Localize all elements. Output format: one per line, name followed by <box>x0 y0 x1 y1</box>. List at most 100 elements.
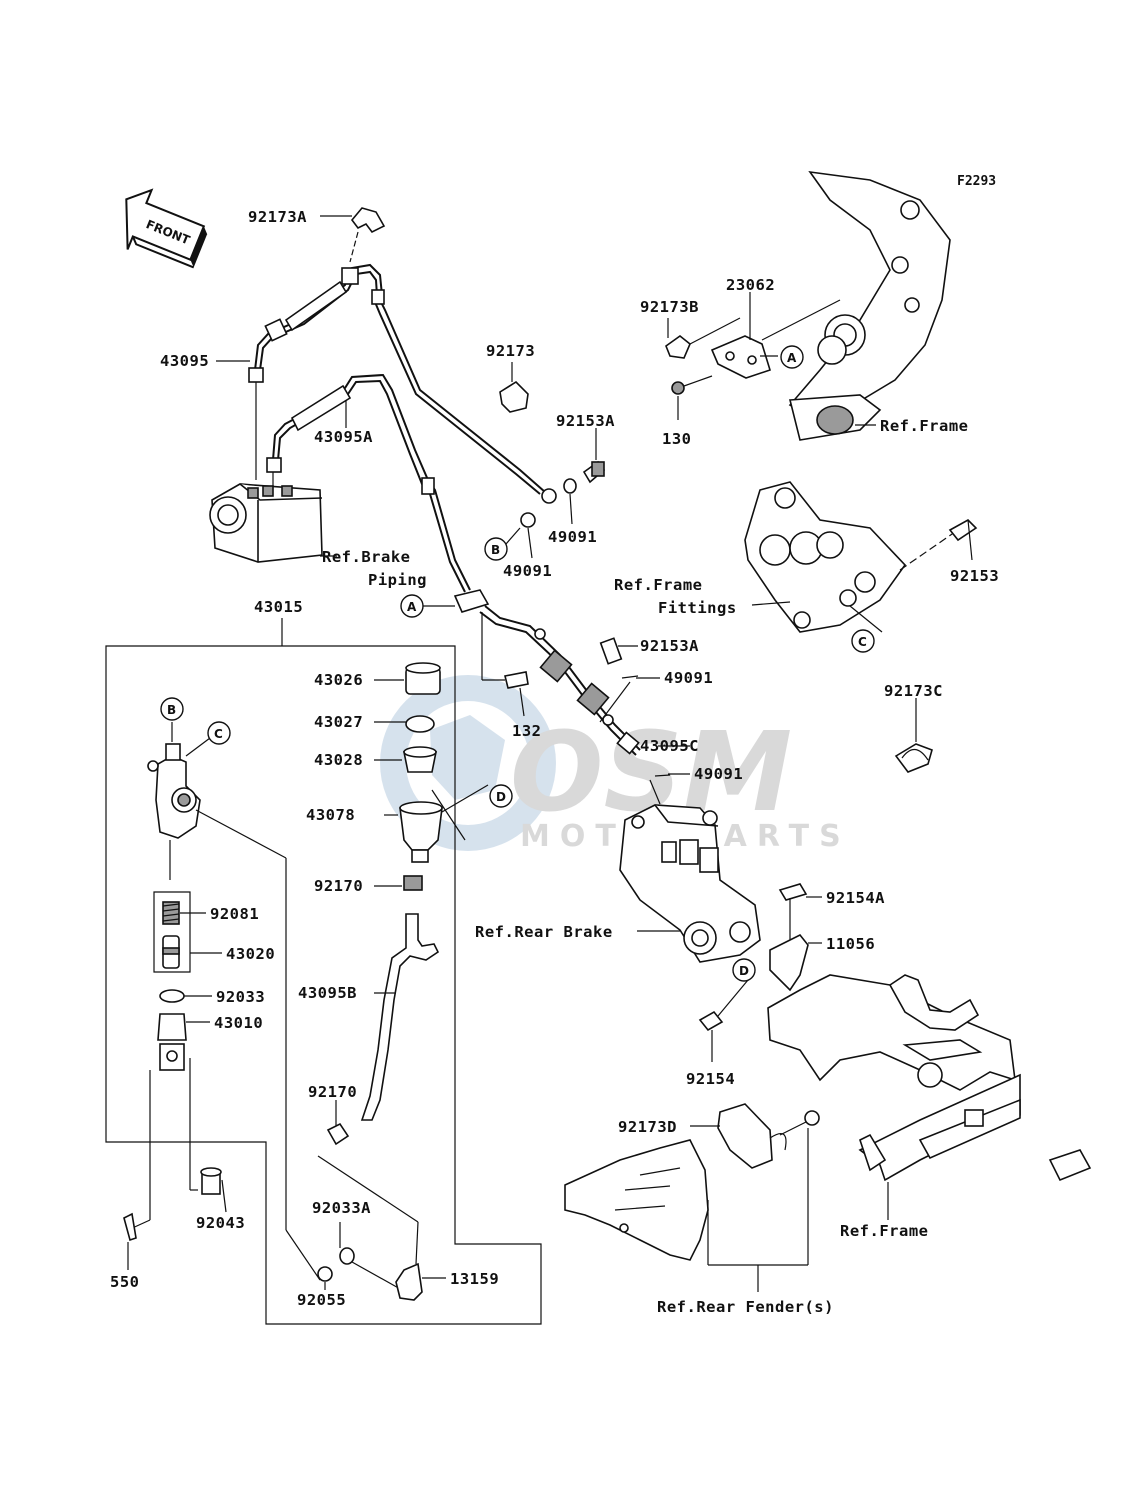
label-92173C: 92173C <box>884 682 943 700</box>
label-92033: 92033 <box>216 988 265 1006</box>
clamp-92173 <box>499 380 529 413</box>
label-43095: 43095 <box>160 352 209 370</box>
ring-92033A <box>339 1222 403 1291</box>
bracket-92173D <box>690 1103 820 1169</box>
cotter-pin-550 <box>123 1212 137 1270</box>
label-23062: 23062 <box>726 276 775 294</box>
callout-B-lower: B <box>160 697 184 721</box>
callout-C-right: C <box>851 629 875 653</box>
label-43026: 43026 <box>314 671 363 689</box>
ref-frame-fittings-1: Ref.Frame <box>614 576 703 594</box>
bolt-132 <box>504 671 529 717</box>
clamp-92170-top <box>374 875 423 891</box>
brake-hose-43095A <box>266 373 471 593</box>
clip-92173B <box>665 317 741 359</box>
label-92153A-mid: 92153A <box>640 637 699 655</box>
hose-43095B <box>360 913 440 1121</box>
frame-lower-right <box>767 974 1092 1220</box>
label-49091-b: 49091 <box>503 562 552 580</box>
master-cylinder-body <box>147 722 321 1281</box>
clip-92173C <box>894 698 933 773</box>
rear-fender <box>564 1128 809 1292</box>
label-43095B: 43095B <box>298 984 357 1002</box>
frame-upper-right <box>788 170 951 441</box>
bolt-92153 <box>948 519 978 561</box>
clamp-92170-bottom <box>317 1100 419 1223</box>
callout-D-right: D <box>732 958 756 982</box>
callout-A-lower: A <box>400 594 455 618</box>
boot-43010 <box>127 1013 210 1231</box>
bolt-92153A-top <box>582 428 606 484</box>
label-43020: 43020 <box>226 945 275 963</box>
label-92154A: 92154A <box>826 889 885 907</box>
label-13159: 13159 <box>450 1270 499 1288</box>
label-43095C: 43095C <box>640 737 699 755</box>
diaphragm-plate-43027 <box>374 715 435 733</box>
rear-brake-caliper <box>619 804 761 963</box>
label-92153: 92153 <box>950 567 999 585</box>
callout-C-left: C <box>207 721 231 745</box>
ref-brake-piping-2: Piping <box>368 571 427 589</box>
label-43010: 43010 <box>214 1014 263 1032</box>
label-92055: 92055 <box>297 1291 346 1309</box>
bolt-92153A-mid <box>599 637 638 665</box>
label-49091-a: 49091 <box>548 528 597 546</box>
label-92170-b: 92170 <box>308 1083 357 1101</box>
ref-frame-bottom: Ref.Frame <box>840 1222 929 1240</box>
label-49091-d: 49091 <box>694 765 743 783</box>
callout-A-upper: A <box>780 345 804 369</box>
label-92173B: 92173B <box>640 298 699 316</box>
label-43028: 43028 <box>314 751 363 769</box>
ref-rear-brake: Ref.Rear Brake <box>475 923 613 941</box>
reservoir-43078 <box>384 784 489 863</box>
label-49091-c: 49091 <box>664 669 713 687</box>
callout-letter: A <box>407 600 417 614</box>
spring-92081 <box>162 901 206 925</box>
part-labels: 92173A 43095 43095A 92173 92153A 49091 4… <box>110 208 999 1309</box>
callout-D-mid: D <box>489 784 513 808</box>
label-43078: 43078 <box>306 806 355 824</box>
label-43095A: 43095A <box>314 428 373 446</box>
label-92173D: 92173D <box>618 1118 677 1136</box>
label-92153A-top: 92153A <box>556 412 615 430</box>
label-92043: 92043 <box>196 1214 245 1232</box>
label-92081: 92081 <box>210 905 259 923</box>
frame-fittings <box>744 481 956 633</box>
callout-B-upper: B <box>484 527 521 561</box>
ref-frame-top: Ref.Frame <box>880 417 969 435</box>
bracket-23062 <box>710 292 841 379</box>
diaphragm-43028 <box>374 746 437 773</box>
label-92170-a: 92170 <box>314 877 363 895</box>
brake-hose-43095 <box>248 263 557 504</box>
elbow-13159 <box>395 1221 446 1301</box>
reference-labels: Ref.Frame Ref.Brake Piping Ref.Frame Fit… <box>322 417 969 1316</box>
ref-brake-piping-1: Ref.Brake <box>322 548 411 566</box>
label-132: 132 <box>512 722 542 740</box>
front-arrow-icon: FRONT <box>125 188 208 269</box>
label-130: 130 <box>662 430 692 448</box>
circlip-92033 <box>159 989 212 1003</box>
label-550: 550 <box>110 1273 140 1291</box>
ref-frame-fittings-2: Fittings <box>658 599 737 617</box>
clamp-92173A <box>320 207 386 263</box>
bolt-130 <box>671 375 713 420</box>
callout-letter: C <box>858 635 867 649</box>
label-43027: 43027 <box>314 713 363 731</box>
washer-49091-lower <box>649 745 690 805</box>
callout-letter: C <box>214 727 223 741</box>
label-92033A: 92033A <box>312 1199 371 1217</box>
callout-letter: D <box>739 964 749 978</box>
label-11056: 11056 <box>826 935 875 953</box>
label-43015: 43015 <box>254 598 303 616</box>
callout-letter: A <box>787 351 797 365</box>
piston-43020 <box>153 891 222 973</box>
callout-letter: D <box>496 790 506 804</box>
assembly-box-43015 <box>105 618 542 1325</box>
label-92173: 92173 <box>486 342 535 360</box>
callout-letter: B <box>491 543 500 557</box>
reservoir-cap-43026 <box>374 662 441 695</box>
label-92173A: 92173A <box>248 208 307 226</box>
ref-rear-fender: Ref.Rear Fender(s) <box>657 1298 834 1316</box>
washer-49091-top <box>563 478 577 525</box>
